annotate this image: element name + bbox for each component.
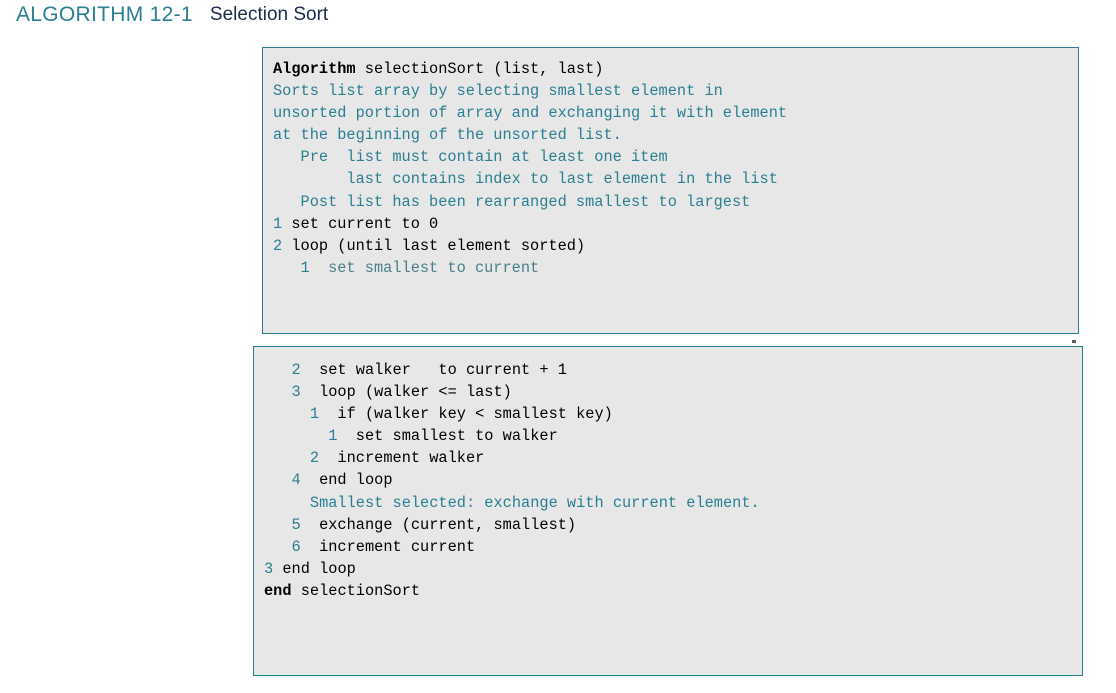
code-line-text: Smallest selected: exchange with current…: [264, 493, 760, 512]
code-line: last contains index to last element in t…: [273, 168, 1078, 190]
code-line-number: 2: [264, 449, 320, 468]
code-line: 1 if (walker key < smallest key): [264, 403, 1082, 425]
code-line: Algorithm selectionSort (list, last): [273, 58, 1078, 80]
code-line-text: loop (walker <= last): [300, 383, 512, 402]
code-line: end selectionSort: [264, 580, 1082, 602]
code-line-text: increment current: [300, 537, 476, 556]
code-line-number: 3: [264, 559, 274, 578]
code-line-number: 3: [264, 383, 301, 402]
pseudocode-block-bottom: 2 set walker to current + 1 3 loop (walk…: [253, 346, 1083, 676]
code-line: Smallest selected: exchange with current…: [264, 492, 1082, 514]
code-line: 2 loop (until last element sorted): [273, 235, 1078, 257]
code-line-text: end loop: [300, 471, 393, 490]
code-line: Post list has been rearranged smallest t…: [273, 191, 1078, 213]
code-line-text: set smallest to current: [309, 258, 540, 277]
code-line: 2 set walker to current + 1: [264, 359, 1082, 381]
pseudocode-block-top: Algorithm selectionSort (list, last) Sort…: [262, 47, 1079, 334]
code-line: 1 set smallest to walker: [264, 425, 1082, 447]
code-line-number: 1: [273, 258, 310, 277]
code-line-number: 2: [264, 361, 301, 379]
page-title: Selection Sort: [209, 4, 329, 25]
code-line: 1 set current to 0: [273, 213, 1078, 235]
code-line-text: set walker to current + 1: [300, 361, 567, 379]
code-line-number: 1: [273, 214, 283, 233]
code-line-text: end loop: [273, 559, 356, 578]
code-line-text: increment walker: [319, 449, 485, 468]
code-line-number: 1: [264, 427, 338, 446]
code-line: 2 increment walker: [264, 447, 1082, 469]
code-line-text: set current to 0: [282, 214, 439, 233]
code-line: Pre list must contain at least one item: [273, 146, 1078, 168]
code-line-text: Algorithm selectionSort (list, last): [273, 60, 604, 78]
pseudocode-lines-bottom: 2 set walker to current + 1 3 loop (walk…: [254, 347, 1082, 602]
algorithm-header: ALGORITHM 12-1 Selection Sort: [0, 0, 1116, 40]
code-line-text: exchange (current, smallest): [300, 515, 577, 534]
code-line: at the beginning of the unsorted list.: [273, 124, 1078, 146]
page-artifact-mark: [1072, 340, 1076, 343]
code-line-text: if (walker key < smallest key): [319, 405, 613, 424]
code-line-number: 4: [264, 471, 301, 490]
code-line: 3 loop (walker <= last): [264, 381, 1082, 403]
algorithm-number-label: ALGORITHM 12-1: [16, 3, 193, 26]
code-line: Sorts list array by selecting smallest e…: [273, 80, 1078, 102]
code-line-text: Pre list must contain at least one item: [273, 148, 668, 167]
code-line: 1 set smallest to current: [273, 257, 1078, 279]
code-line-text: unsorted portion of array and exchanging…: [273, 104, 788, 123]
code-line: 4 end loop: [264, 469, 1082, 491]
code-line-number: 6: [264, 537, 301, 556]
code-line-text: set smallest to walker: [337, 427, 558, 446]
code-line: 5 exchange (current, smallest): [264, 514, 1082, 536]
code-line: unsorted portion of array and exchanging…: [273, 102, 1078, 124]
code-line-text: last contains index to last element in t…: [273, 170, 778, 189]
code-line-number: 5: [264, 515, 301, 534]
code-line-text: at the beginning of the unsorted list.: [273, 126, 622, 145]
pseudocode-lines-top: Algorithm selectionSort (list, last) Sort…: [263, 48, 1078, 279]
code-line-text: end selectionSort: [264, 581, 421, 600]
code-line: 3 end loop: [264, 558, 1082, 580]
code-line: 6 increment current: [264, 536, 1082, 558]
code-line-text: Sorts list array by selecting smallest e…: [273, 82, 723, 101]
code-line-text: Post list has been rearranged smallest t…: [273, 192, 751, 211]
code-line-number: 1: [264, 405, 320, 424]
code-keyword: end: [264, 581, 292, 600]
code-line-number: 2: [273, 236, 283, 255]
code-line-text: loop (until last element sorted): [282, 236, 586, 255]
code-keyword: Algorithm: [273, 60, 356, 78]
